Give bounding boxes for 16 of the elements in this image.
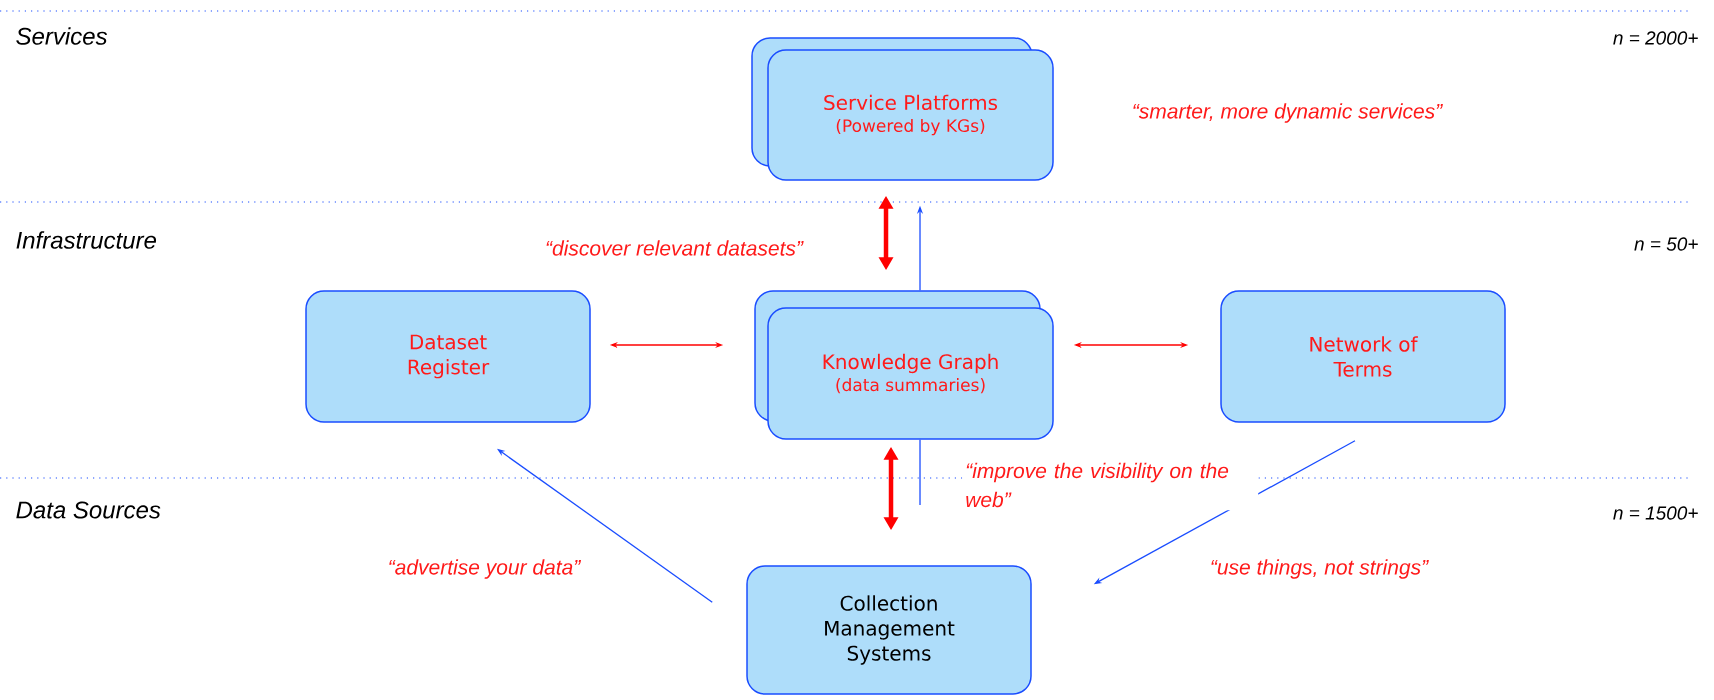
layer-label: Data Sources — [16, 501, 161, 519]
quote-label: “improve the visibility on the web” — [962, 459, 1259, 511]
process-box: Collection Management Systems — [746, 565, 1032, 695]
layer-label: Infrastructure — [16, 231, 157, 249]
layer-label: Services — [16, 27, 108, 45]
count-label: n = 2000+ — [1613, 31, 1698, 45]
count-label: n = 1500+ — [1613, 506, 1698, 520]
process-box: Service Platforms (Powered by KGs) — [751, 37, 1054, 181]
quote-label: “advertise your data” — [389, 559, 582, 579]
process-box: Network of Terms — [1220, 290, 1506, 423]
process-box: Knowledge Graph (data summaries) — [754, 290, 1054, 440]
process-box: Dataset Register — [305, 290, 591, 423]
quote-label: “use things, not strings” — [1211, 559, 1429, 579]
quote-label: “smarter, more dynamic services” — [1133, 103, 1443, 123]
count-label: n = 50+ — [1634, 237, 1698, 251]
quote-label: “discover relevant datasets” — [546, 240, 804, 256]
